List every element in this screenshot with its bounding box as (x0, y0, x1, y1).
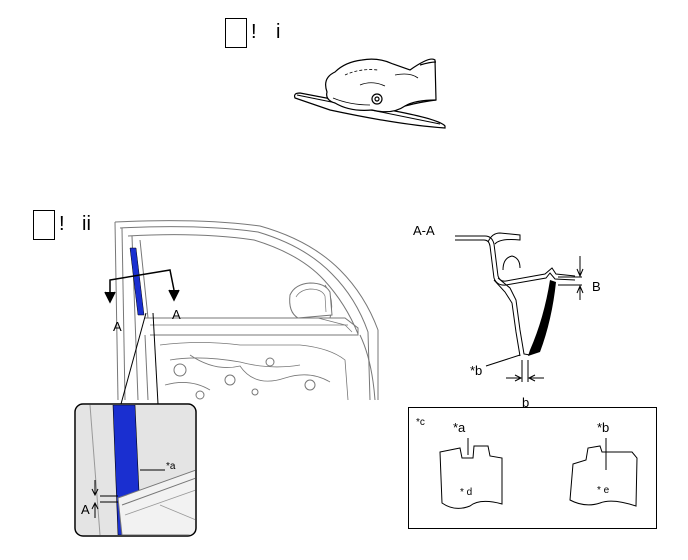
step-2-mark: ! (59, 213, 65, 235)
legend-c: *c (416, 417, 425, 428)
callout-a: *a (166, 461, 176, 472)
dim-label-big: B (592, 279, 601, 294)
legend-a: *a (453, 420, 466, 435)
legend-b: *b (597, 420, 610, 435)
step-2-numeral: ii (82, 213, 91, 235)
detail-label-a: A (81, 502, 90, 517)
step-1-box (225, 18, 247, 48)
section-label-left: A (113, 319, 122, 334)
legend-e: * e (597, 485, 610, 496)
section-label-right: A (172, 307, 181, 322)
section-title: A-A (413, 223, 435, 238)
callout-b: *b (470, 363, 483, 378)
step-1-numeral: i (276, 21, 281, 43)
dim-label-small: b (522, 395, 530, 410)
step-2-box (33, 210, 55, 240)
step-1-mark: ! (251, 21, 257, 43)
legend-d: * d (460, 487, 473, 498)
